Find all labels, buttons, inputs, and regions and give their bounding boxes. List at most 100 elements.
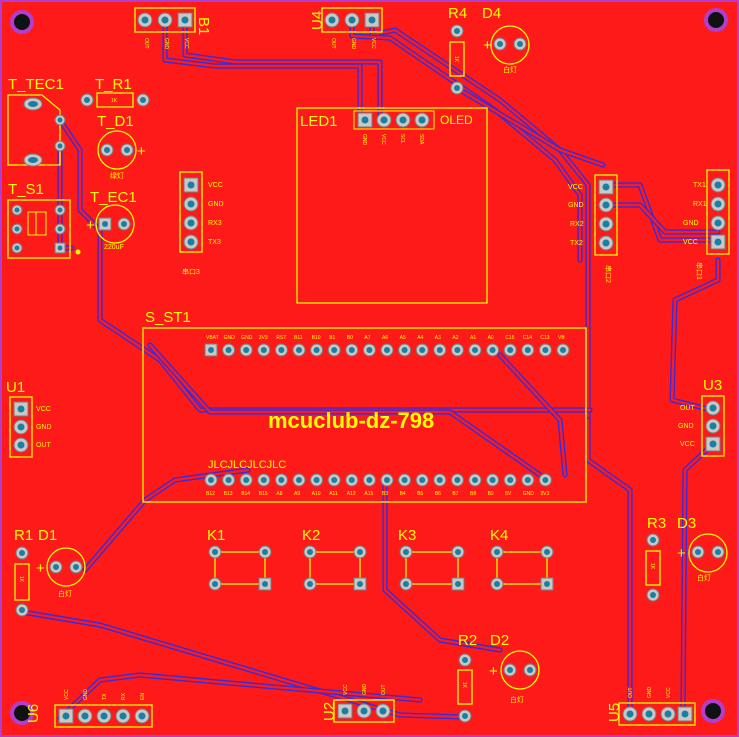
mcu-top-hole-1 — [225, 347, 232, 353]
mcu-bottom-hole-12 — [419, 477, 426, 483]
port3-pin-gnd: GND — [208, 201, 224, 208]
mcu-top-pin-label: GND — [224, 335, 236, 341]
u4-connector: U4 OUT GND VCC — [309, 7, 383, 50]
mcu-top-hole-4 — [278, 347, 285, 353]
mcu-top-hole-0 — [208, 347, 214, 353]
t-ec1-value: 220uF — [104, 244, 124, 251]
led1-label: LED1 — [300, 113, 338, 130]
board-title: mcuclub-dz-798 — [268, 408, 434, 433]
b1-label: B1 — [195, 17, 212, 35]
d1-led: D1 + 白灯 — [36, 527, 86, 598]
port1-pin-rx: RX1 — [693, 201, 707, 208]
mcu-top-hole-6 — [313, 347, 320, 353]
port3-pin-vcc: VCC — [208, 182, 223, 189]
t-s1: T_S1 — [7, 181, 81, 259]
u5-pin-vcc: VCC — [666, 687, 672, 698]
r4-resistor: R4 1K — [448, 5, 467, 95]
mcu-bottom-pin-label: B6 — [435, 491, 441, 497]
mcu-top-pin-label: 3V3 — [259, 335, 268, 341]
port1-pin-tx: TX1 — [693, 182, 706, 189]
port3-label: 串口3 — [182, 268, 200, 276]
u6-pin-en: EN — [140, 693, 146, 700]
key-k2[interactable]: K2 — [302, 527, 367, 591]
mcu-bottom-pin-label: B13 — [224, 491, 233, 497]
mcu-top-pin-label: C15 — [505, 335, 514, 341]
k4-label: K4 — [490, 527, 508, 544]
u4-pin-vcc: VCC — [370, 38, 376, 49]
mcu-bottom-hole-16 — [489, 477, 496, 483]
d4-caption: 白灯 — [503, 65, 517, 74]
k2-label: K2 — [302, 527, 320, 544]
t-tec1-label: T_TEC1 — [8, 76, 64, 93]
u3-label: U3 — [703, 377, 722, 394]
mcu-bottom-hole-4 — [278, 477, 285, 483]
mcu-bottom-pin-label: A11 — [329, 491, 338, 497]
mcu-bottom-pin-label: A8 — [276, 491, 282, 497]
mcu-bottom-pin-label: B8 — [470, 491, 476, 497]
u1-label: U1 — [6, 379, 25, 396]
port1-label: 串口1 — [695, 262, 703, 280]
mcu-bottom-hole-8 — [348, 477, 355, 483]
mcu-bottom-hole-13 — [436, 477, 443, 483]
port2-pin-rx: RX2 — [570, 221, 584, 228]
u1-connector: U1 VCC GND OUT — [6, 379, 52, 458]
u4-pin-gnd: GND — [350, 38, 356, 50]
port2-pin-gnd: GND — [568, 202, 584, 209]
mcu-bottom-hole-15 — [472, 477, 478, 483]
u3-connector: U3 OUT GND VCC — [678, 377, 725, 457]
mcu-bottom-pin-label: B14 — [241, 491, 250, 497]
u6-connector: U6 VCC GND TX RX EN — [25, 689, 153, 728]
u6-pin-gnd: GND — [83, 689, 89, 701]
t-s1-label: T_S1 — [8, 181, 44, 198]
u2-connector: U2 VCC GND OUT — [321, 684, 395, 723]
u4-label: U4 — [309, 11, 326, 30]
key-k3[interactable]: K3 — [398, 527, 465, 591]
mcu-top-hole-8 — [348, 347, 355, 353]
mcu-top-pin-label: VBAT — [206, 335, 219, 341]
mcu-top-hole-5 — [296, 347, 302, 353]
mcu-bottom-hole-11 — [401, 477, 408, 483]
mcu-top-pin-label: A0 — [488, 335, 494, 341]
svg-text:+: + — [483, 37, 492, 54]
port3-pin-tx: TX3 — [208, 239, 221, 246]
mcu-top-hole-17 — [507, 347, 514, 353]
r1-value: 1K — [18, 576, 24, 583]
mcu-bottom-hole-7 — [331, 477, 338, 483]
mounting-holes — [10, 8, 728, 725]
mcu-bottom-hole-0 — [208, 477, 214, 483]
u2-pin-gnd: GND — [362, 684, 368, 696]
oled-label: OLED — [440, 113, 473, 127]
u1-pin-gnd: GND — [36, 424, 52, 431]
svg-text:+: + — [86, 217, 95, 234]
key-k1[interactable]: K1 — [207, 527, 272, 591]
t-ec1-label: T_EC1 — [90, 189, 137, 206]
r2-label: R2 — [458, 632, 477, 649]
led1-pin-sda: SDA — [418, 134, 424, 145]
mcu-top-pin-label: A1 — [470, 335, 476, 341]
mcu-top-hole-10 — [384, 347, 390, 353]
mcu-top-hole-9 — [366, 347, 373, 353]
led1-pin-scl: SCL — [399, 134, 405, 144]
led1-pin-gnd: GND — [361, 134, 367, 146]
mcu-top-hole-3 — [260, 347, 267, 353]
mcu-bottom-pin-label: A10 — [312, 491, 321, 497]
t-tec1: T_TEC1 — [7, 76, 66, 167]
u3-pin-vcc: VCC — [680, 441, 695, 448]
mcu-top-hole-12 — [419, 347, 426, 353]
mcu-bottom-hole-2 — [243, 477, 250, 483]
mcu-bottom-hole-10 — [384, 477, 390, 483]
key-k4[interactable]: K4 — [490, 527, 554, 591]
t-d1-caption: 绿灯 — [110, 171, 124, 180]
r2-resistor: R2 1K — [457, 632, 477, 723]
mcu-top-hole-19 — [542, 347, 549, 353]
svg-text:+: + — [137, 143, 146, 160]
mcu-bottom-pin-label: A12 — [347, 491, 356, 497]
r3-label: R3 — [647, 515, 666, 532]
u4-pin-out: OUT — [330, 38, 336, 49]
mcu-bottom-pin-label: B7 — [452, 491, 458, 497]
mcu-bottom-hole-17 — [507, 477, 514, 483]
r4-label: R4 — [448, 5, 467, 22]
r3-resistor: R3 1K — [645, 515, 666, 602]
port1-pin-vcc: VCC — [683, 239, 698, 246]
d2-caption: 白灯 — [510, 695, 524, 704]
